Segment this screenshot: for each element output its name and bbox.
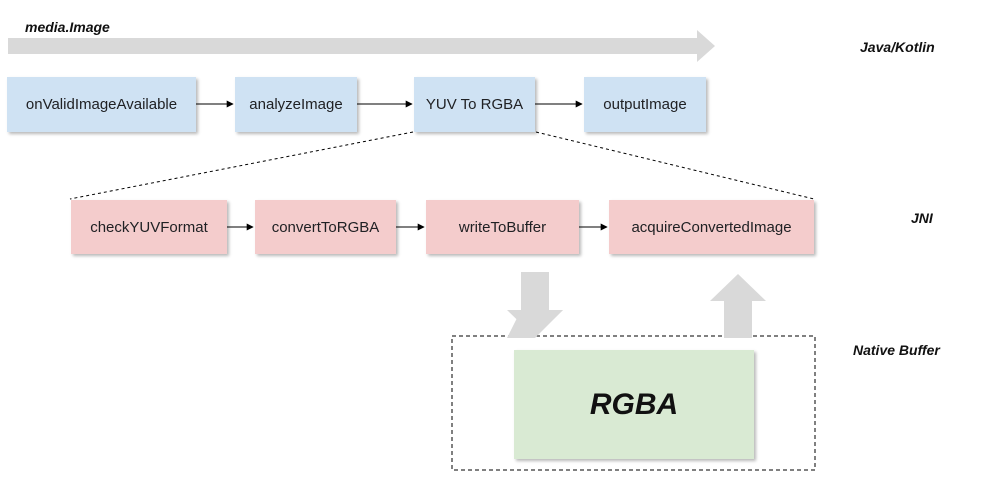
- java-box-output-image: outputImage: [584, 77, 706, 132]
- rgba-buffer-box: RGBA: [514, 350, 754, 459]
- java-box-yuv-to-rgba: YUV To RGBA: [414, 77, 535, 132]
- media-image-label: media.Image: [25, 19, 110, 35]
- jni-label: JNI: [911, 210, 933, 226]
- java-box-on-valid-image-available: onValidImageAvailable: [7, 77, 196, 132]
- jni-box-convert-to-rgba: convertToRGBA: [255, 200, 396, 254]
- jni-box-acquire-converted-image: acquireConvertedImage: [609, 200, 814, 254]
- up-arrow: [710, 274, 766, 338]
- jni-box-write-to-buffer: writeToBuffer: [426, 200, 579, 254]
- expand-line-right: [535, 131, 815, 200]
- jni-box-check-yuv-format: checkYUVFormat: [71, 200, 227, 254]
- native-buffer-label: Native Buffer: [853, 342, 940, 358]
- expand-line-left: [69, 131, 414, 200]
- down-arrow-body: [507, 272, 563, 337]
- java-kotlin-label: Java/Kotlin: [860, 39, 935, 55]
- native-buffer-frame: [451, 335, 816, 471]
- java-box-analyze-image: analyzeImage: [235, 77, 357, 132]
- media-image-flow-arrow: [8, 30, 715, 62]
